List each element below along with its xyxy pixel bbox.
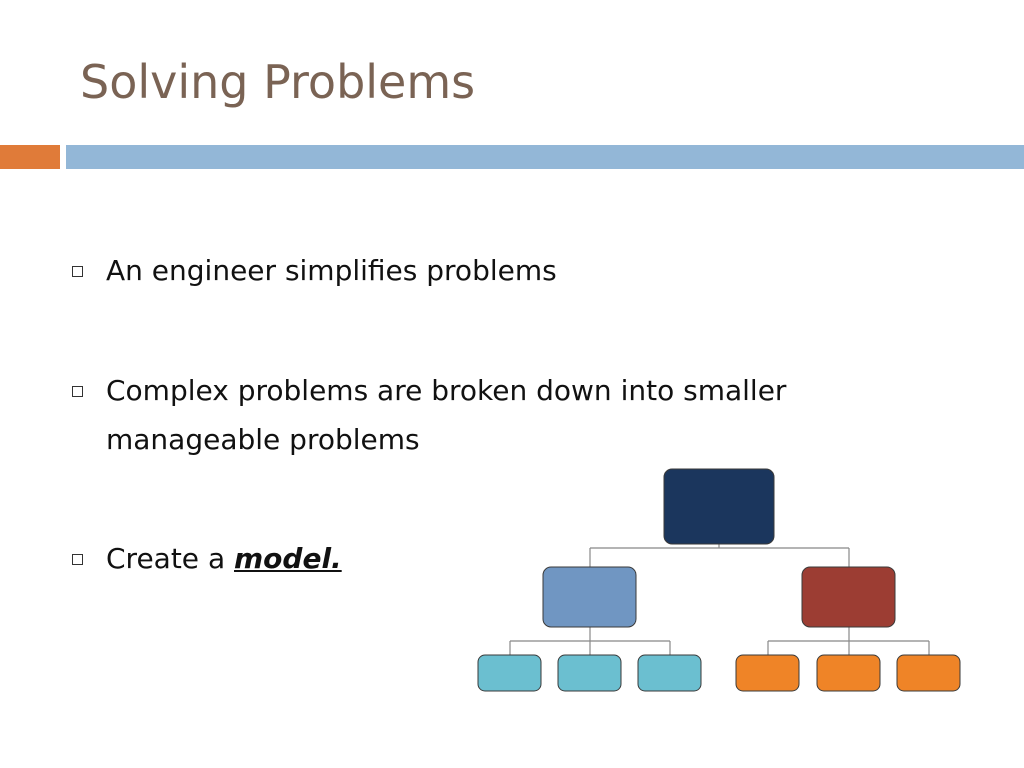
connector-lines <box>509 544 930 655</box>
square-bullet-icon <box>72 266 83 277</box>
square-bullet-icon <box>72 554 83 565</box>
model-emphasis: model. <box>234 542 342 575</box>
accent-bar-left <box>0 145 60 169</box>
bullet-text: Create a model. <box>106 534 926 583</box>
connector-root <box>589 544 850 567</box>
connector-left-branch <box>509 627 671 655</box>
slide-title: Solving Problems <box>80 55 476 109</box>
connector-right-branch <box>767 627 930 655</box>
leaf-box <box>557 654 622 692</box>
bullet-text: Complex problems are broken down into sm… <box>106 374 787 456</box>
bullet-text: An engineer simplifies problems <box>106 254 557 287</box>
root-box <box>663 468 775 545</box>
leaf-box <box>896 654 961 692</box>
square-bullet-icon <box>72 386 83 397</box>
bullet-prefix: Create a <box>106 542 234 575</box>
accent-bar-right <box>66 145 1024 169</box>
leaf-box <box>816 654 881 692</box>
branch-box-right <box>801 566 896 628</box>
leaf-box <box>735 654 800 692</box>
branch-box-left <box>542 566 637 628</box>
leaf-box <box>477 654 542 692</box>
leaf-box <box>637 654 702 692</box>
